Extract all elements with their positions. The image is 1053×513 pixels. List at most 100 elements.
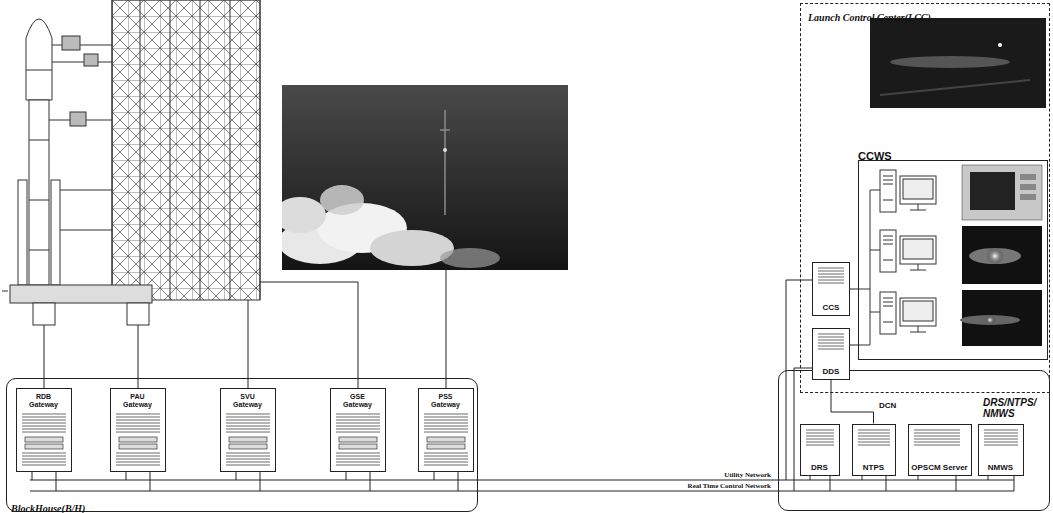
server-drawing — [984, 432, 1018, 433]
control-center-region: Launch Control Center(LCC)CCWSCCSDDS — [800, 3, 1050, 393]
gateway-wire — [44, 270, 446, 388]
gateway-drawing — [339, 444, 377, 449]
gateway-drawing — [22, 428, 66, 429]
gateway-drawing — [22, 425, 66, 426]
server-drawing — [818, 349, 844, 350]
server-drawing — [806, 429, 834, 430]
server-drawing — [818, 334, 844, 335]
workstation-screen-image — [962, 165, 1042, 220]
gateway-drawing — [22, 431, 66, 432]
edge-label-holder: Real Time Control Network — [687, 482, 772, 490]
rocket-and-tower — [84, 54, 98, 66]
gateway-drawing — [424, 461, 468, 462]
rocket-and-tower — [112, 0, 260, 300]
gateway-drawing — [229, 444, 267, 449]
server-box: OPSCM Server — [908, 424, 972, 476]
workstation-screen-image — [969, 248, 1021, 264]
gateway-drawing — [424, 425, 468, 426]
workstation-screen-image — [1020, 184, 1036, 190]
gateway-drawing — [424, 464, 468, 465]
network-label: Real Time Control Network — [687, 482, 772, 490]
region-title: BlockHouse(B/H) — [11, 503, 85, 513]
gateway-drawing — [22, 413, 66, 414]
gateway-drawing — [424, 422, 468, 423]
edge-label-holder: Utility Network — [723, 471, 772, 479]
workstation-computer — [900, 236, 936, 264]
server-label: NMWS — [987, 463, 1014, 472]
gateway-drawing — [336, 416, 380, 417]
rocket-and-tower — [33, 303, 55, 325]
gateway-label: GSE Gateway — [338, 393, 378, 409]
group-title: CCWS — [858, 150, 892, 162]
gateway-drawing — [116, 455, 160, 456]
gateway-wire — [44, 270, 446, 388]
gateway-label: PSS Gateway — [426, 393, 466, 409]
launch-photo — [282, 220, 362, 264]
gateway-drawing — [424, 419, 468, 420]
gateway-label: PAU Gateway — [118, 393, 158, 409]
control-room-photo — [870, 18, 1046, 108]
gateway-box: GSE Gateway — [330, 388, 386, 472]
gateway-drawing — [336, 464, 380, 465]
rocket-and-tower — [70, 112, 86, 126]
rocket-and-tower — [29, 100, 49, 285]
gateway-drawing — [424, 416, 468, 417]
network-bus — [56, 472, 458, 491]
server-drawing — [858, 441, 890, 442]
gateway-drawing — [336, 431, 380, 432]
launch-photo — [282, 110, 500, 268]
edge-label-holder: DCN — [878, 401, 897, 410]
workstation-computer — [900, 298, 936, 326]
network-label: Utility Network — [723, 471, 772, 479]
gateway-drawing — [226, 419, 270, 420]
server-drawing — [984, 441, 1018, 442]
gateway-drawing — [226, 413, 270, 414]
gateway-drawing — [336, 455, 380, 456]
control-room-photo — [998, 43, 1002, 47]
server-drawing — [806, 441, 834, 442]
network-connector — [850, 345, 858, 346]
gateway-label: SVU Gateway — [228, 393, 268, 409]
workstation-computer — [883, 176, 893, 200]
gateway-drawing — [424, 455, 468, 456]
gateway-drawing — [116, 425, 160, 426]
workstation-computer — [880, 292, 896, 334]
network-bus — [810, 476, 988, 480]
server-label: NTPS — [862, 463, 885, 472]
workstation-computer — [903, 239, 933, 259]
launch-photo — [443, 148, 447, 152]
server-drawing — [914, 438, 960, 439]
workstation-screen-image — [985, 315, 995, 325]
server-drawing — [984, 438, 1018, 439]
network-bus — [830, 476, 1014, 491]
server-drawing — [858, 444, 890, 445]
control-room-photo — [890, 56, 1010, 68]
region-title: DRS/NTPS/ NMWS — [983, 397, 1047, 419]
gateway-box: PSS Gateway — [418, 388, 474, 472]
gateway-drawing — [119, 437, 157, 442]
server-label: OPSCM Server — [910, 463, 968, 472]
network-bus — [30, 480, 478, 491]
gateway-box: RDB Gateway — [16, 388, 72, 472]
launch-photo — [317, 203, 407, 253]
server-room-region: DRS/NTPS/ NMWS DRS NTPS OPSCM Server NMWS — [778, 370, 1050, 511]
workstation-screen-image — [960, 165, 1042, 346]
workstation-computer — [903, 301, 933, 321]
rocket-and-tower — [51, 180, 60, 285]
gateway-drawing — [339, 437, 377, 442]
server-label: DRS — [810, 463, 829, 472]
gateway-drawing — [424, 458, 468, 459]
gateway-drawing — [229, 437, 267, 442]
workstation-screen-image — [1020, 194, 1036, 200]
server-drawing — [806, 444, 834, 445]
gateway-drawing — [424, 431, 468, 432]
gateway-drawing — [336, 425, 380, 426]
gateway-drawing — [226, 461, 270, 462]
launch-photo — [282, 85, 568, 270]
workstation-computer — [858, 170, 936, 345]
control-room-photo — [880, 80, 1030, 95]
rocket-and-tower — [10, 285, 152, 303]
server-drawing — [818, 337, 844, 338]
server-drawing — [984, 444, 1018, 445]
